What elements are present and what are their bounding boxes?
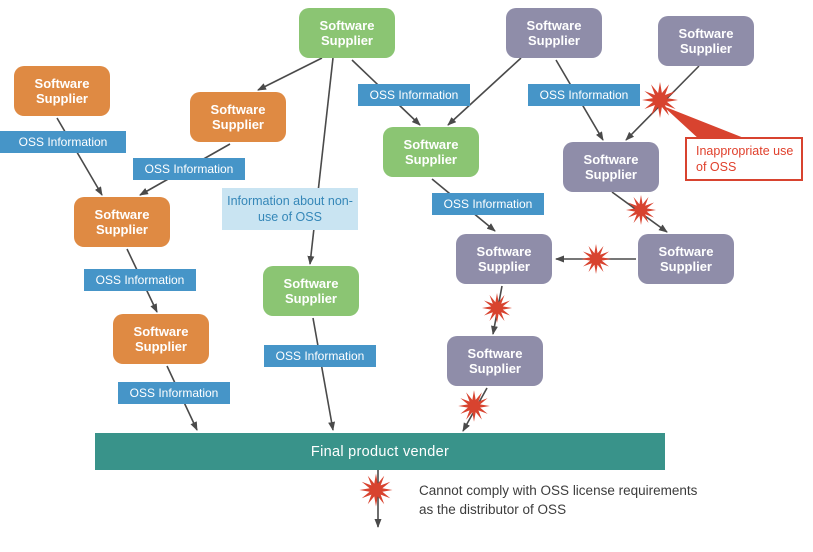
oss-information-label: OSS Information	[264, 345, 376, 367]
supplier-label: Software Supplier	[94, 207, 150, 237]
supplier-node-p2: Software Supplier	[658, 16, 754, 66]
oss-information-label: OSS Information	[0, 131, 126, 153]
supplier-label: Software Supplier	[583, 152, 639, 182]
non-use-info-box: Information about non-use of OSS	[222, 188, 358, 230]
supplier-label: Software Supplier	[133, 324, 189, 354]
footnote-text: Cannot comply with OSS license requireme…	[419, 481, 697, 519]
burst-icon	[581, 244, 611, 274]
supplier-node-g1: Software Supplier	[299, 8, 395, 58]
oss-information-label: OSS Information	[133, 158, 245, 180]
supplier-label: Software Supplier	[283, 276, 339, 306]
supplier-node-o1: Software Supplier	[14, 66, 110, 116]
oss-information-label: OSS Information	[84, 269, 196, 291]
supplier-label: Software Supplier	[467, 346, 523, 376]
oss-information-label: OSS Information	[528, 84, 640, 106]
supplier-node-p5: Software Supplier	[638, 234, 734, 284]
supplier-node-g2: Software Supplier	[383, 127, 479, 177]
burst-icon	[482, 293, 512, 323]
supplier-label: Software Supplier	[658, 244, 714, 274]
callout-pointer	[663, 106, 749, 140]
final-product-vendor-label: Final product vender	[310, 443, 450, 460]
supplier-node-p1: Software Supplier	[506, 8, 602, 58]
non-use-info-text: Information about non-use of OSS	[227, 194, 353, 224]
supplier-node-o4: Software Supplier	[113, 314, 209, 364]
final-product-vendor-bar: Final product vender	[95, 433, 665, 470]
burst-icon	[458, 390, 490, 422]
supplier-label: Software Supplier	[476, 244, 532, 274]
supplier-node-o3: Software Supplier	[74, 197, 170, 247]
supplier-node-g3: Software Supplier	[263, 266, 359, 316]
supplier-label: Software Supplier	[319, 18, 375, 48]
inappropriate-use-callout: Inappropriate use of OSS	[685, 137, 803, 181]
supplier-node-p4: Software Supplier	[456, 234, 552, 284]
supplier-label: Software Supplier	[526, 18, 582, 48]
supplier-label: Software Supplier	[678, 26, 734, 56]
supplier-node-p3: Software Supplier	[563, 142, 659, 192]
footnote-line-1: Cannot comply with OSS license requireme…	[419, 483, 698, 498]
oss-information-label: OSS Information	[118, 382, 230, 404]
supplier-node-o2: Software Supplier	[190, 92, 286, 142]
supplier-label: Software Supplier	[210, 102, 266, 132]
footnote-line-2: as the distributor of OSS	[419, 502, 567, 517]
supplier-node-p6: Software Supplier	[447, 336, 543, 386]
oss-information-label: OSS Information	[432, 193, 544, 215]
burst-icon	[359, 473, 393, 507]
oss-information-label: OSS Information	[358, 84, 470, 106]
inappropriate-use-text: Inappropriate use of OSS	[696, 144, 794, 174]
supplier-label: Software Supplier	[34, 76, 90, 106]
supplier-label: Software Supplier	[403, 137, 459, 167]
